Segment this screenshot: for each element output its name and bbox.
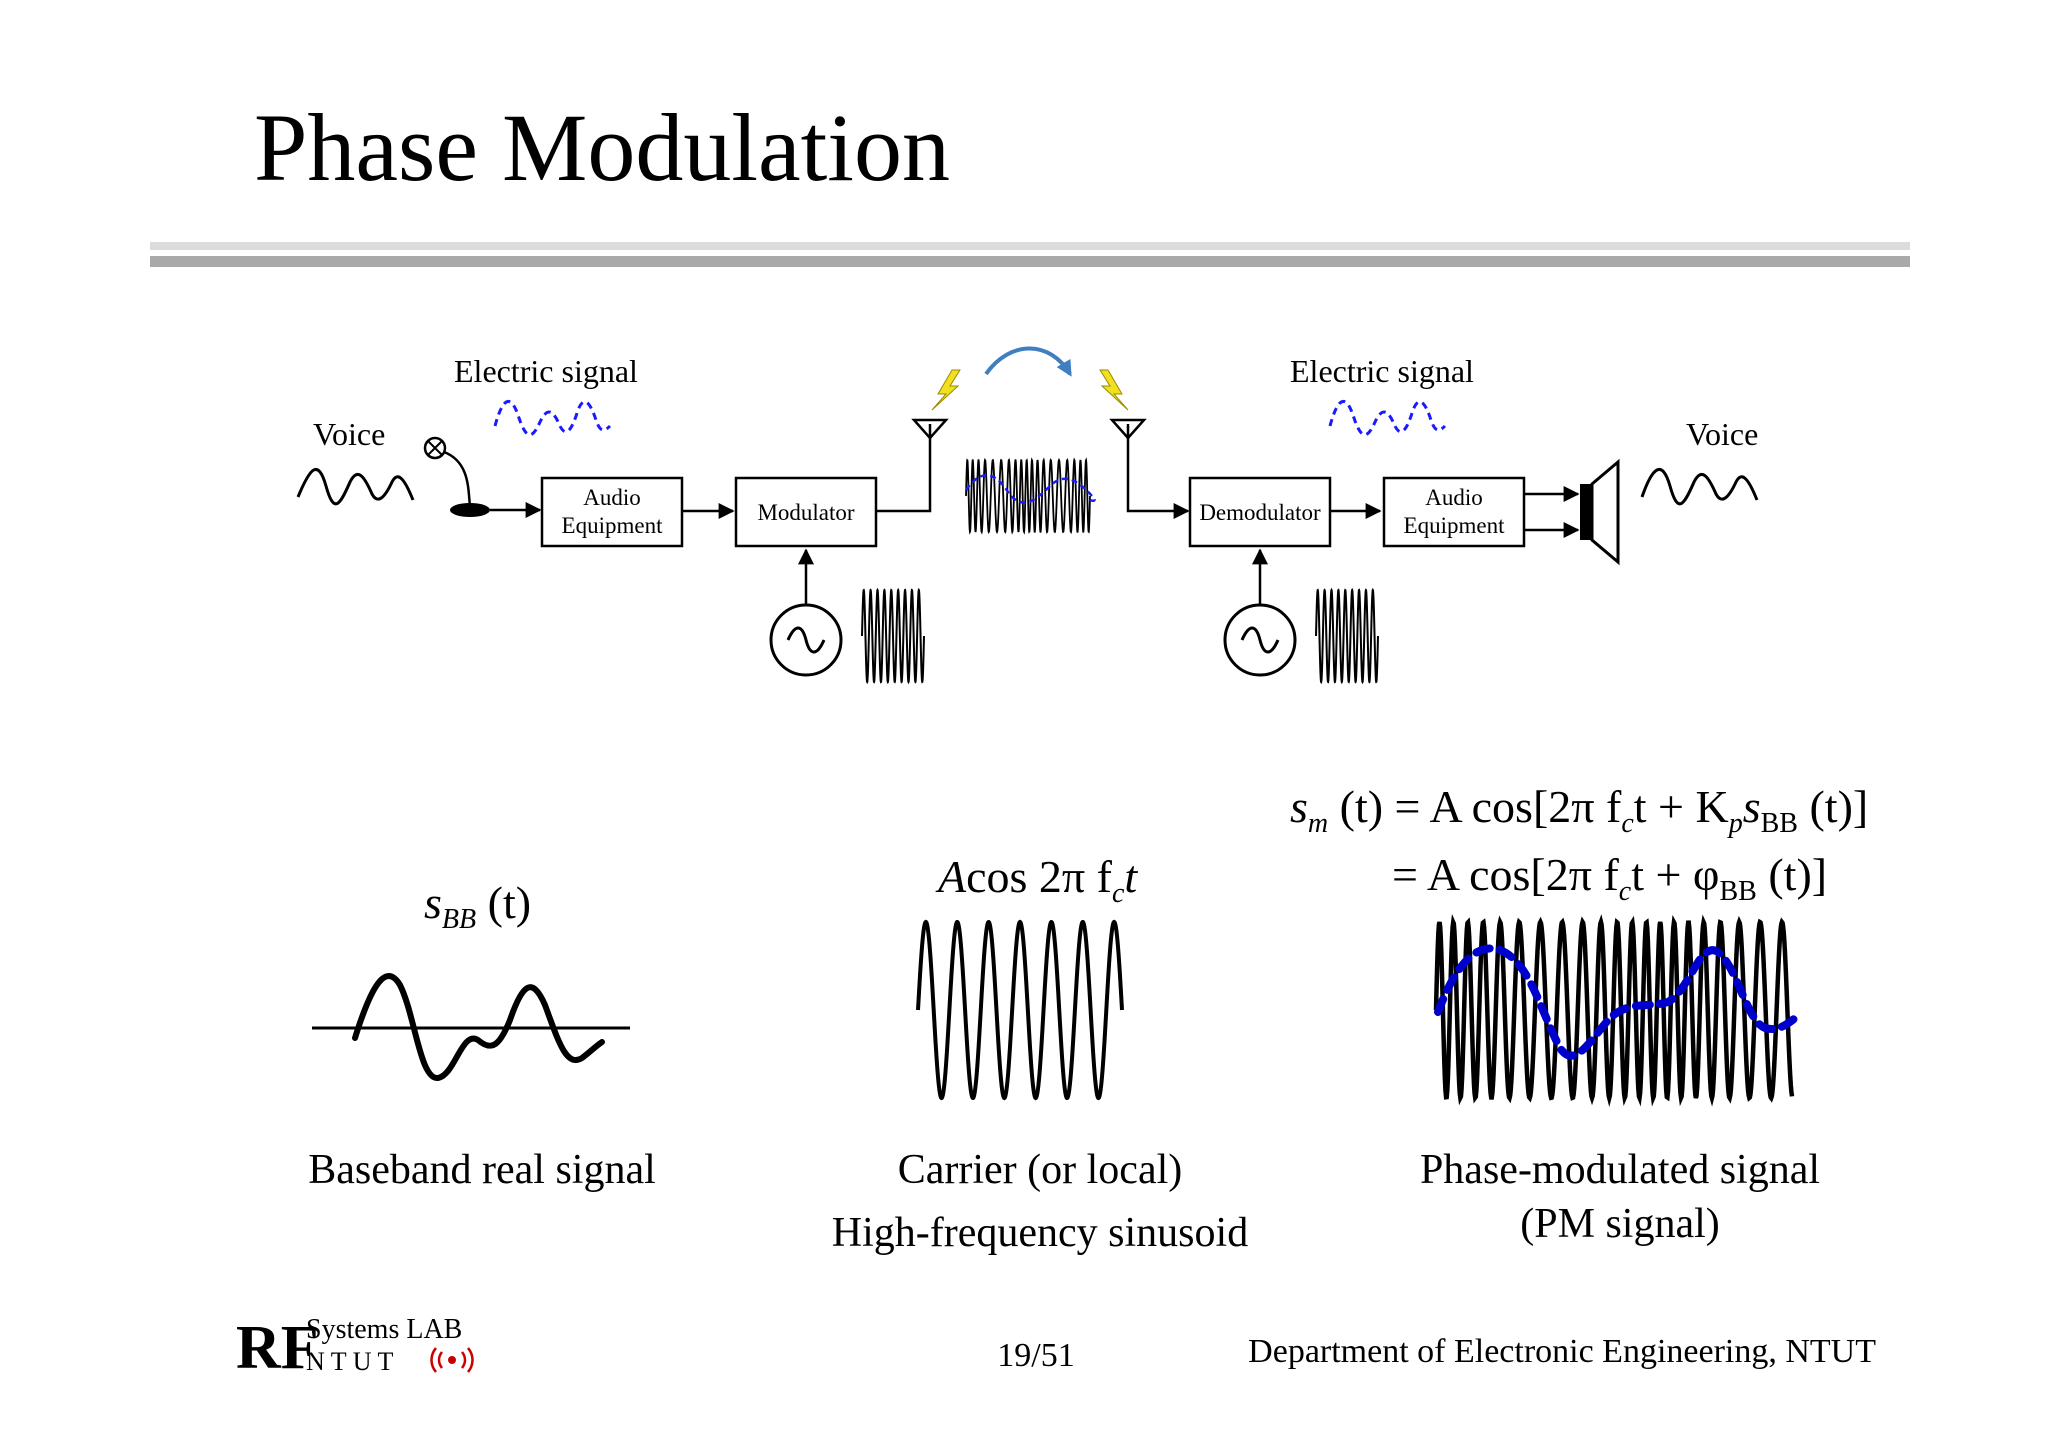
demodulator-label: Demodulator xyxy=(1199,500,1321,525)
channel-pm-wave xyxy=(965,457,1091,535)
electric-signal-rx-wave xyxy=(1328,400,1447,437)
logo-wave-icon xyxy=(430,1347,474,1373)
audio-equipment-rx-line2: Equipment xyxy=(1404,513,1506,538)
formula-carrier: Acos 2π fct xyxy=(935,851,1138,909)
department-label: Department of Electronic Engineering, NT… xyxy=(1248,1333,1876,1370)
voice-out-label: Voice xyxy=(1686,416,1758,452)
pm-envelope xyxy=(1434,944,1804,1060)
caption-baseband: Baseband real signal xyxy=(308,1147,656,1193)
lightning-rx-icon xyxy=(1099,369,1129,411)
channel-envelope xyxy=(964,474,1096,504)
antenna-tx-icon xyxy=(911,418,949,440)
caption-carrier-line2: High-frequency sinusoid xyxy=(832,1210,1248,1256)
antenna-rx-icon xyxy=(1109,418,1147,440)
audio-equipment-rx-line1: Audio xyxy=(1425,485,1483,510)
audio-equipment-tx-line2: Equipment xyxy=(562,513,664,538)
lightning-tx-icon xyxy=(931,369,961,411)
caption-carrier-line1: Carrier (or local) xyxy=(898,1147,1183,1193)
slide-title: Phase Modulation xyxy=(254,94,950,201)
transmission-arrow-icon xyxy=(984,346,1072,377)
voice-in-label: Voice xyxy=(313,416,385,452)
logo-line2: N T U T xyxy=(306,1347,394,1376)
logo-line1: Systems LAB xyxy=(306,1314,462,1345)
modulator-label: Modulator xyxy=(757,500,854,525)
caption-pm-line2: (PM signal) xyxy=(1520,1201,1720,1247)
voice-out-wave xyxy=(1640,468,1759,506)
oscillator-tx-wave xyxy=(861,587,925,685)
carrier-wave xyxy=(916,919,1124,1101)
oscillator-rx-icon xyxy=(1223,603,1297,677)
formula-pm-line1: sm (t) = A cos[2π fct + KpsBB (t)] xyxy=(1290,781,1868,839)
caption-pm-line1: Phase-modulated signal xyxy=(1420,1147,1820,1193)
electric-signal-tx-wave xyxy=(493,400,612,437)
speaker-icon xyxy=(1580,458,1620,566)
voice-in-wave xyxy=(296,468,415,506)
electric-signal-tx-label: Electric signal xyxy=(454,353,638,389)
demodulator-box xyxy=(1188,476,1332,548)
electric-signal-rx-label: Electric signal xyxy=(1290,353,1474,389)
baseband-wave xyxy=(352,973,605,1081)
title-rule-light xyxy=(150,242,1910,250)
audio-equipment-tx-line1: Audio xyxy=(583,485,641,510)
audio-equipment-rx-box xyxy=(1382,476,1526,548)
formula-pm-line2: = A cos[2π fct + φBB (t)] xyxy=(1392,849,1827,907)
microphone-icon xyxy=(423,436,490,517)
title-rule-dark xyxy=(150,256,1910,267)
formula-baseband: sBB (t) xyxy=(424,877,531,935)
page-number: 19/51 xyxy=(997,1337,1074,1374)
pm-wave xyxy=(1433,914,1795,1107)
oscillator-tx-icon xyxy=(769,603,843,677)
oscillator-rx-wave xyxy=(1315,587,1379,685)
logo-rf-mark: RF xyxy=(236,1314,319,1382)
